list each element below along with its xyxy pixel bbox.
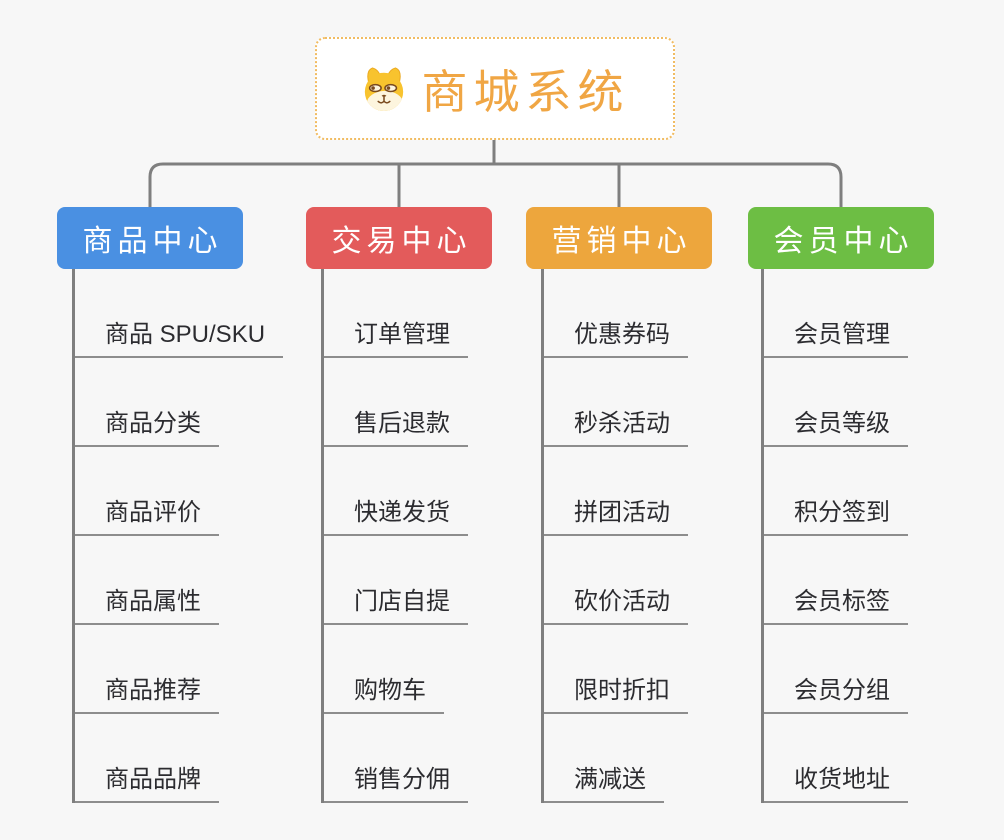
leaf-label[interactable]: 会员等级 [764, 403, 908, 447]
leaf-label[interactable]: 门店自提 [324, 581, 468, 625]
leaf-label[interactable]: 会员标签 [764, 581, 908, 625]
branch-children-marketing-center: 优惠券码 秒杀活动 拼团活动 砍价活动 限时折扣 满减送 [541, 269, 774, 803]
leaf-label[interactable]: 会员分组 [764, 670, 908, 714]
leaf-node: 优惠券码 [544, 269, 774, 358]
leaf-node: 快递发货 [324, 447, 554, 536]
leaf-node: 会员标签 [764, 536, 994, 625]
leaf-node: 砍价活动 [544, 536, 774, 625]
leaf-node: 限时折扣 [544, 625, 774, 714]
branch-children-member-center: 会员管理 会员等级 积分签到 会员标签 会员分组 收货地址 [761, 269, 994, 803]
leaf-node: 销售分佣 [324, 714, 554, 803]
leaf-node: 商品评价 [75, 447, 305, 536]
leaf-label[interactable]: 商品推荐 [75, 670, 219, 714]
leaf-label[interactable]: 商品属性 [75, 581, 219, 625]
leaf-node: 订单管理 [324, 269, 554, 358]
leaf-label[interactable]: 会员管理 [764, 314, 908, 358]
leaf-label[interactable]: 商品评价 [75, 492, 219, 536]
leaf-node: 会员等级 [764, 358, 994, 447]
leaf-label[interactable]: 拼团活动 [544, 492, 688, 536]
leaf-label[interactable]: 快递发货 [324, 492, 468, 536]
branch-header-product-center[interactable]: 商品中心 [57, 207, 243, 269]
leaf-label[interactable]: 砍价活动 [544, 581, 688, 625]
root-title: 商城系统 [421, 65, 630, 118]
leaf-label[interactable]: 限时折扣 [544, 670, 688, 714]
leaf-label[interactable]: 优惠券码 [544, 314, 688, 358]
leaf-node: 商品推荐 [75, 625, 305, 714]
root-node[interactable]: 商城系统 [315, 37, 675, 140]
leaf-label[interactable]: 秒杀活动 [544, 403, 688, 447]
leaf-node: 购物车 [324, 625, 554, 714]
leaf-node: 商品品牌 [75, 714, 305, 803]
leaf-label[interactable]: 售后退款 [324, 403, 468, 447]
leaf-label[interactable]: 商品 SPU/SKU [75, 314, 284, 358]
branch-children-product-center: 商品 SPU/SKU 商品分类 商品评价 商品属性 商品推荐 商品品牌 [72, 269, 305, 803]
leaf-node: 会员管理 [764, 269, 994, 358]
branch-header-marketing-center[interactable]: 营销中心 [526, 207, 712, 269]
leaf-node: 商品分类 [75, 358, 305, 447]
leaf-node: 积分签到 [764, 447, 994, 536]
leaf-label[interactable]: 购物车 [324, 670, 444, 714]
branch-header-member-center[interactable]: 会员中心 [748, 207, 934, 269]
leaf-node: 满减送 [544, 714, 774, 803]
leaf-node: 售后退款 [324, 358, 554, 447]
leaf-label[interactable]: 满减送 [544, 759, 664, 803]
leaf-label[interactable]: 销售分佣 [324, 759, 468, 803]
leaf-node: 会员分组 [764, 625, 994, 714]
leaf-node: 收货地址 [764, 714, 994, 803]
leaf-node: 商品属性 [75, 536, 305, 625]
branch-children-trade-center: 订单管理 售后退款 快递发货 门店自提 购物车 销售分佣 [321, 269, 554, 803]
leaf-label[interactable]: 订单管理 [324, 314, 468, 358]
leaf-node: 门店自提 [324, 536, 554, 625]
leaf-label[interactable]: 商品分类 [75, 403, 219, 447]
leaf-node: 拼团活动 [544, 447, 774, 536]
dog-face-icon [364, 66, 403, 111]
leaf-node: 商品 SPU/SKU [75, 269, 305, 358]
leaf-node: 秒杀活动 [544, 358, 774, 447]
branch-header-trade-center[interactable]: 交易中心 [306, 207, 492, 269]
leaf-label[interactable]: 商品品牌 [75, 759, 219, 803]
leaf-label[interactable]: 收货地址 [764, 759, 908, 803]
leaf-label[interactable]: 积分签到 [764, 492, 908, 536]
